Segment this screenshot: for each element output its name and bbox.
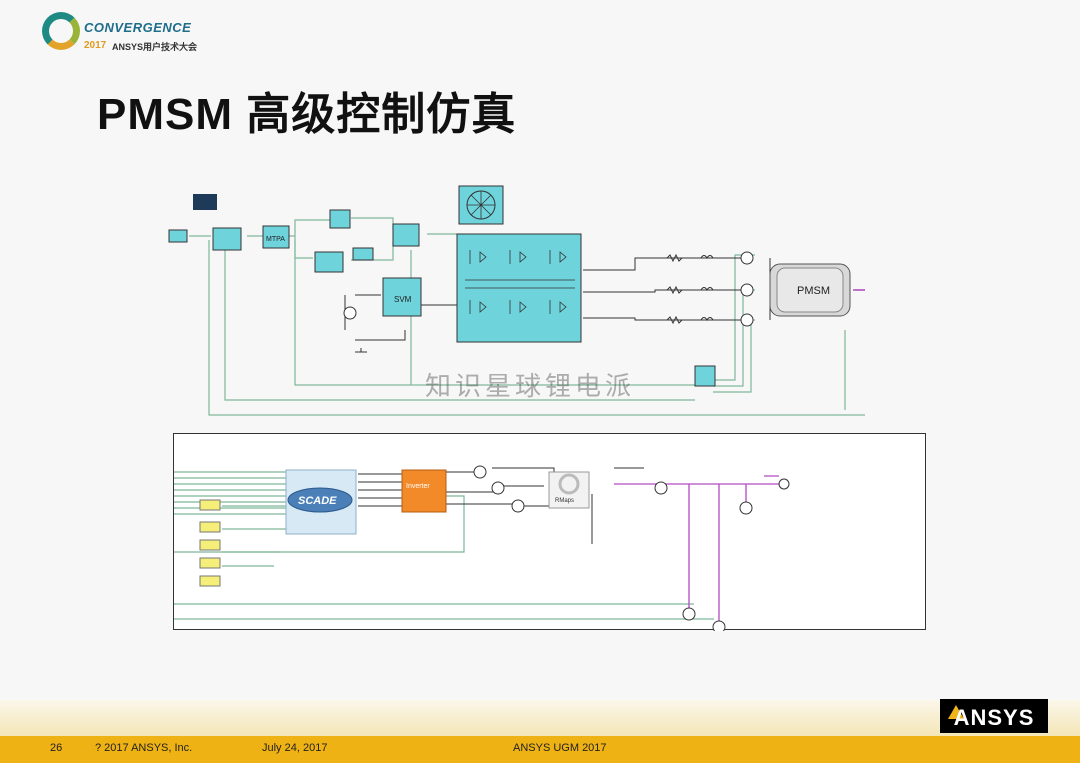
footer-event: ANSYS UGM 2017 xyxy=(513,742,607,754)
convergence-logo: CONVERGENCE 2017 ANSYS用户技术大会 xyxy=(38,8,238,62)
ansys-logo: ANSYS xyxy=(940,699,1048,733)
logo-name: CONVERGENCE xyxy=(84,20,192,35)
svm-label: SVM xyxy=(394,295,412,304)
scade-label: SCADE xyxy=(298,495,337,507)
gain-block xyxy=(352,247,374,261)
logo-ring-icon xyxy=(42,12,80,50)
schematic-bottom-svg: SCADE Inverter RMaps xyxy=(174,465,790,634)
footer-band xyxy=(0,700,1080,736)
voltage-source-icon xyxy=(343,306,357,320)
rmaps-block xyxy=(548,471,590,509)
current-sensors xyxy=(740,251,754,327)
motor-label: PMSM xyxy=(797,285,830,297)
ramp-block xyxy=(212,227,242,251)
abc-dq-block xyxy=(694,365,716,387)
mtpa-block xyxy=(262,225,290,249)
logo-subtitle: ANSYS用户技术大会 xyxy=(112,42,198,52)
footer-bar xyxy=(0,736,1080,763)
rmaps-label: RMaps xyxy=(555,498,574,504)
inverter-block xyxy=(401,469,447,513)
scade-control-schematic: SCADE Inverter RMaps xyxy=(173,433,926,634)
input-signal-blocks xyxy=(199,499,221,587)
zigzag-resistors xyxy=(666,253,714,325)
slide-title: PMSM 高级控制仿真 xyxy=(97,90,517,139)
schematic-top-svg: MTPA SVM PMSM xyxy=(168,185,903,416)
svm-block xyxy=(382,277,422,317)
pi-controller-q xyxy=(314,251,344,273)
pi-controller-d xyxy=(329,209,351,229)
ansys-chevron-icon xyxy=(948,705,964,719)
dq-abc-block xyxy=(392,223,420,247)
page-number: 26 xyxy=(50,742,63,754)
pmsm-control-schematic: MTPA SVM PMSM xyxy=(165,180,903,420)
logo-year: 2017 xyxy=(84,40,107,51)
scope-display-icon xyxy=(193,194,217,210)
input-block xyxy=(168,229,188,243)
fan-icon xyxy=(467,191,495,219)
copyright: ? 2017 ANSYS, Inc. xyxy=(95,742,193,754)
igbt-switches xyxy=(465,250,575,314)
mtpa-label: MTPA xyxy=(266,236,285,243)
sensors-right xyxy=(654,478,790,634)
inverter-label: Inverter xyxy=(406,483,430,490)
footer-date: July 24, 2017 xyxy=(262,742,328,754)
watermark: 知识星球锂电派 xyxy=(425,372,636,402)
ansys-logo-text: ANSYS xyxy=(953,705,1035,730)
current-sensors-bottom xyxy=(473,465,525,513)
